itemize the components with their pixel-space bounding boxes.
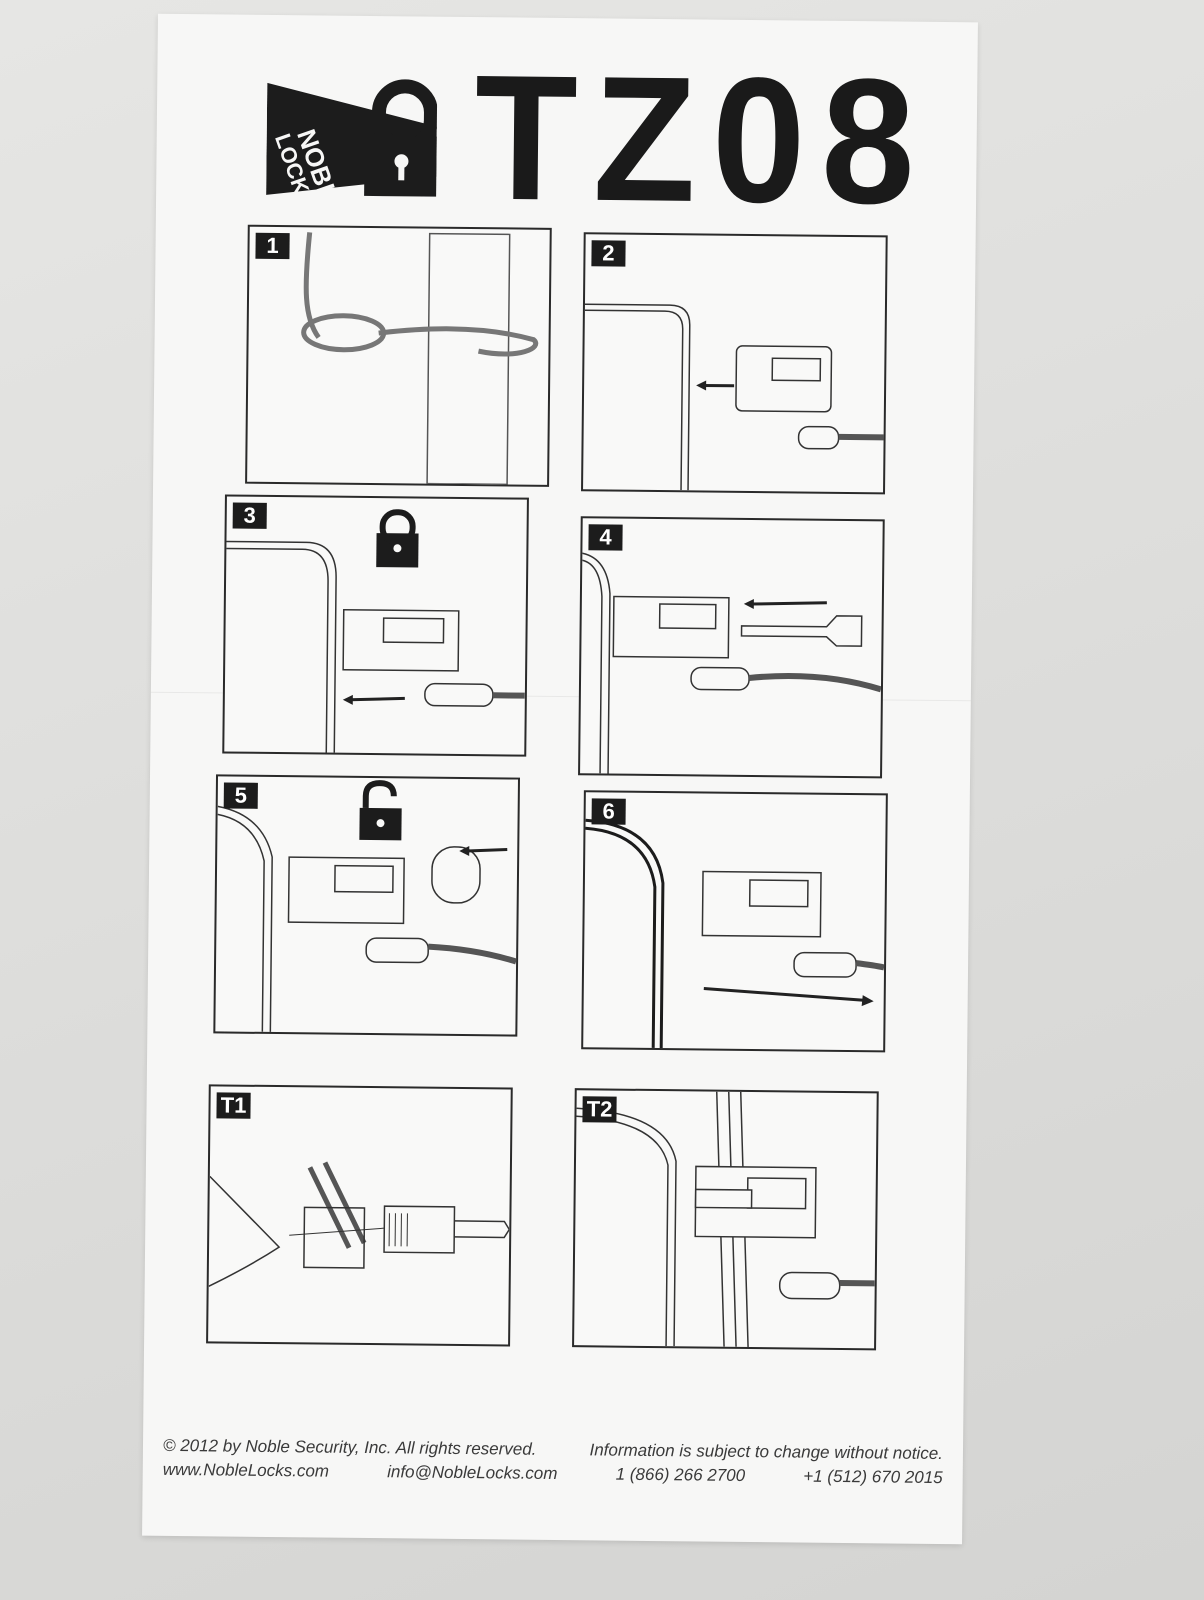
insert-lock-icon (584, 303, 884, 491)
insert-key-icon (582, 552, 882, 774)
footer: © 2012 by Noble Security, Inc. All right… (143, 1436, 963, 1489)
step-panel-t2: T2 (572, 1088, 879, 1351)
step-badge: T2 (582, 1096, 617, 1123)
step-badge: 1 (255, 232, 290, 260)
cable-loop-icon (301, 232, 539, 485)
website-link[interactable]: www.NobleLocks.com (162, 1459, 330, 1481)
locked-padlock-icon (226, 509, 525, 753)
footer-contact-row: www.NobleLocks.com info@NobleLocks.com 1… (143, 1460, 963, 1489)
step-badge: 3 (232, 502, 267, 529)
step-badge: 6 (591, 798, 626, 825)
noble-locks-logo: NOBLE LOCKS (266, 65, 439, 221)
step-panel-6: 6 (581, 790, 888, 1053)
copyright-text: © 2012 by Noble Security, Inc. All right… (162, 1435, 537, 1459)
notice-text: Information is subject to change without… (589, 1440, 944, 1464)
step-panel-3: 3 (222, 494, 529, 757)
remove-lock-icon (585, 818, 885, 1049)
unlocked-padlock-icon (217, 780, 517, 1032)
step-panel-4: 4 (578, 516, 885, 779)
footer-legal-row: © 2012 by Noble Security, Inc. All right… (143, 1436, 963, 1465)
email-link[interactable]: info@NobleLocks.com (387, 1462, 558, 1484)
mount-lock-icon (576, 1091, 875, 1348)
phone-intl: +1 (512) 670 2015 (803, 1466, 943, 1488)
model-number: TZ08 (473, 37, 932, 242)
step-badge: T1 (216, 1092, 251, 1119)
phone-us: 1 (866) 266 2700 (615, 1464, 746, 1485)
step-badge: 5 (223, 782, 258, 809)
step-panel-t1: T1 (206, 1084, 513, 1347)
instruction-sheet: NOBLE LOCKS TZ08 1 2 3 (142, 13, 978, 1545)
step-panel-1: 1 (245, 224, 552, 487)
tsa-tool-icon (208, 1161, 511, 1288)
step-badge: 2 (591, 240, 626, 267)
step-panel-2: 2 (581, 232, 888, 495)
step-panel-5: 5 (213, 774, 521, 1037)
step-badge: 4 (588, 524, 623, 551)
